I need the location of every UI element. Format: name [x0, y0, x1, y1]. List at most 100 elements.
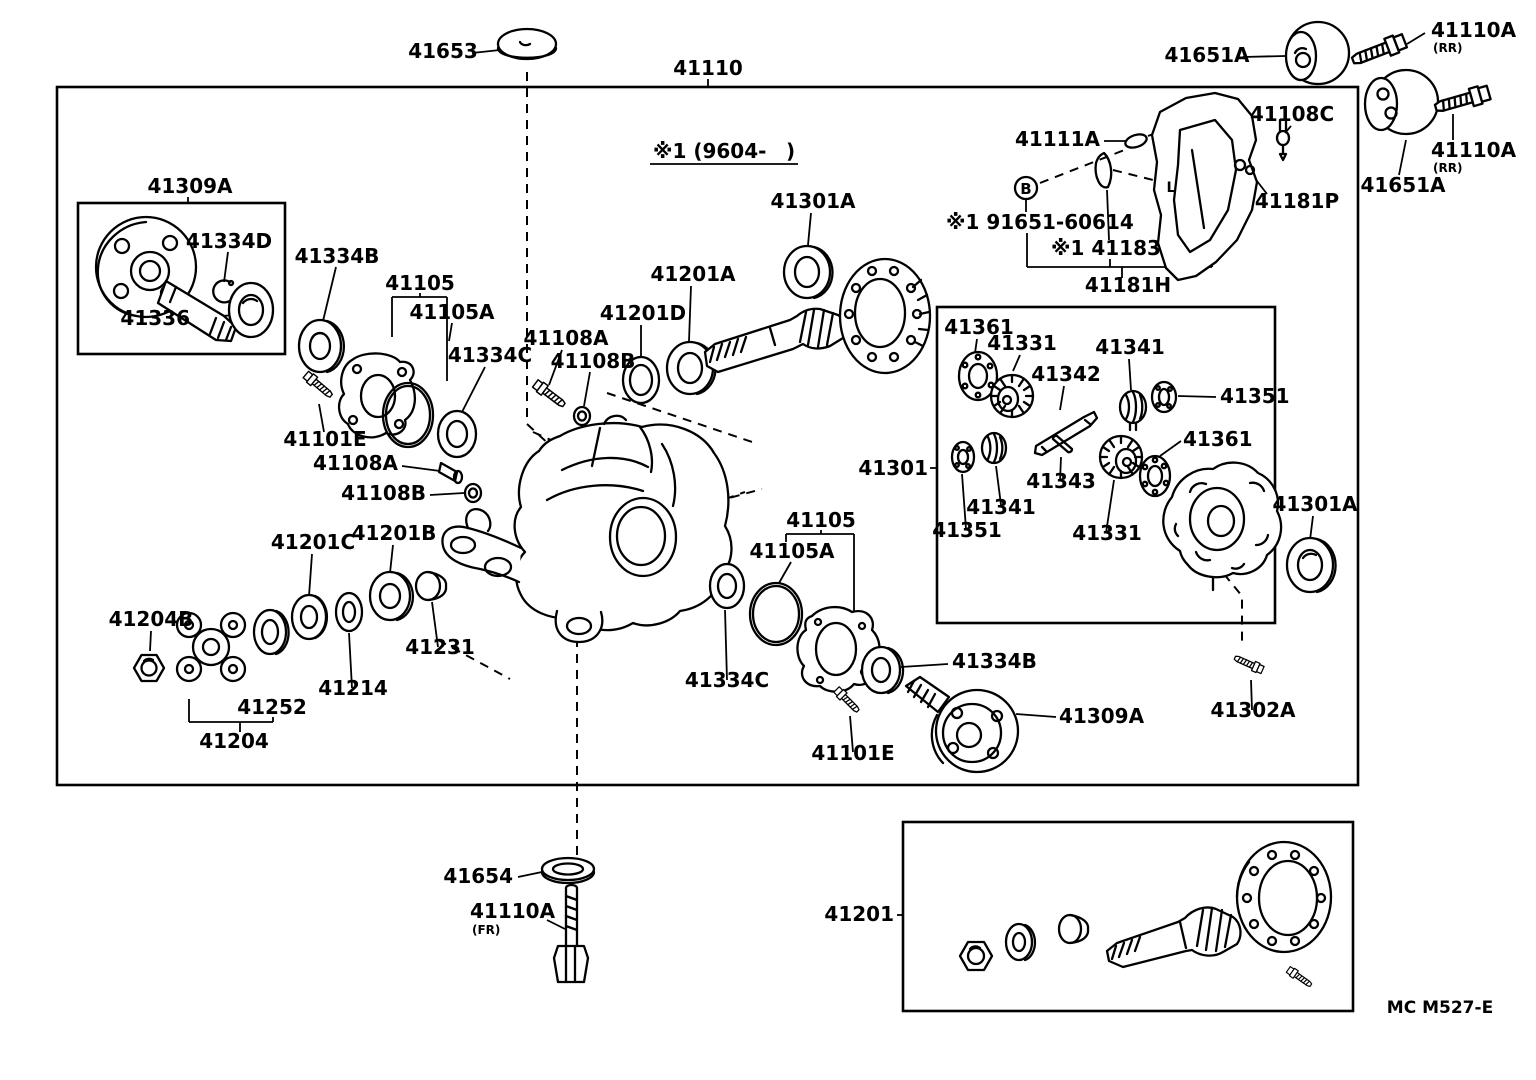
part-label-41108b-left: 41108B: [341, 481, 426, 505]
part-label-41105a-1: 41105A: [409, 300, 495, 324]
part-label-41351-2: 41351: [932, 518, 1002, 542]
case-bolt-drawing: [1232, 652, 1266, 676]
part-label-41334b-2: 41334B: [952, 649, 1037, 673]
part-label-41231: 41231: [405, 635, 475, 659]
plug-41231-drawing: [414, 570, 448, 602]
part-label-41336: 41336: [120, 306, 190, 330]
part-label-drawing-code: MC M527-E: [1387, 998, 1493, 1018]
carrier-housing-drawing: [441, 414, 733, 644]
breather-cap-drawing: [496, 27, 558, 61]
part-label-41302a: 41302A: [1210, 698, 1296, 722]
oil-seal-bottom-drawing: [708, 562, 746, 610]
differential-case-drawing: [1162, 461, 1283, 592]
ring-gear-drawing: [838, 257, 932, 375]
part-label-41201c: 41201C: [271, 530, 355, 554]
pinion-spacer-drawing: [621, 355, 661, 405]
gearset-bolt-drawing: [1285, 965, 1314, 990]
part-label-41331-2: 41331: [1072, 521, 1142, 545]
case-bolt-dashed-line: [1223, 573, 1243, 647]
side-bearing-left-drawing: [297, 318, 345, 374]
washer-41214-drawing: [334, 591, 364, 633]
part-label-41651a-top: 41651A: [1164, 43, 1250, 67]
part-label-41110a-rr-top: 41110A: [1431, 18, 1517, 42]
gasket-washer-drawing: [1124, 133, 1148, 149]
side-gear-41331-1-drawing: [989, 373, 1035, 419]
part-label-41301a-top: 41301A: [770, 189, 856, 213]
part-label-41181h: 41181H: [1085, 273, 1171, 297]
part-drawings: [94, 20, 1493, 990]
thrust-washer-41351-1-drawing: [1150, 380, 1178, 414]
mount-bolt-fr-drawing: [552, 883, 590, 984]
pinion-rear-bearing-drawing: [782, 244, 834, 300]
breather-plug-drawing: [1275, 118, 1291, 162]
pinion-gear-41341-2-drawing: [980, 431, 1008, 465]
part-label-41108a-center: 41108A: [523, 326, 609, 350]
rear-cover-drawing: [1150, 91, 1259, 282]
support-cushion-top-drawing: [1284, 20, 1351, 86]
bearing-race-41252-drawing: [252, 608, 290, 656]
part-label-41309a-flange: 41309A: [1059, 704, 1145, 728]
gearset-nut-drawing: [958, 940, 994, 972]
thrust-washer-41351-2-drawing: [950, 440, 976, 474]
part-label-41334c-1: 41334C: [448, 343, 532, 367]
guide-dash-4: [437, 639, 511, 680]
drive-pinion-shaft-drawing: [703, 307, 847, 374]
pinion-shaft-41342-drawing: [1033, 410, 1099, 457]
cover-guide-dash-3: [1112, 169, 1158, 182]
output-shaft-flange-drawing: [904, 675, 1020, 774]
part-label-41105-1: 41105: [385, 271, 455, 295]
part-label-41108b-center: 41108B: [551, 349, 636, 373]
part-label-rr-top: (RR): [1433, 41, 1462, 55]
part-label-41214: 41214: [318, 676, 388, 700]
part-label-41201d: 41201D: [600, 301, 686, 325]
part-label-41110a-fr: 41110A: [470, 899, 556, 923]
pinion-gear-41341-1-drawing: [1118, 389, 1148, 432]
thrust-washer-41361-1-drawing: [957, 350, 999, 402]
part-label-41341-1: 41341: [1095, 335, 1165, 359]
part-label-41651a-right: 41651A: [1360, 173, 1446, 197]
part-label-41108a-left: 41108A: [313, 451, 399, 475]
side-gear-41331-2-drawing: [1098, 434, 1144, 480]
oil-seal-left-drawing: [436, 409, 478, 459]
differential-case-detail-box: [935, 305, 1277, 625]
part-label-letter-b: B: [1020, 180, 1031, 198]
front-bearing-41201c-drawing: [290, 593, 329, 641]
part-label-41110: 41110: [673, 56, 743, 80]
part-label-rr-right: (RR): [1433, 161, 1462, 175]
part-label-41204b: 41204B: [109, 607, 194, 631]
part-label-41105-2: 41105: [786, 508, 856, 532]
part-label-41105a-2: 41105A: [749, 539, 835, 563]
mount-bolt-rr-right-drawing: [1432, 82, 1493, 118]
cover-guide-dash-1: [1039, 148, 1128, 184]
drive-pinion-washer-drawing: [572, 405, 592, 427]
o-ring-left-drawing: [381, 381, 435, 449]
part-label-41331-1: 41331: [987, 331, 1057, 355]
cushion-washer-drawing: [540, 856, 596, 885]
hub-shaft-drawing: [94, 215, 238, 343]
part-label-41110a-rr-right: 41110A: [1431, 138, 1517, 162]
guide-dash-2: [606, 392, 756, 444]
support-cushion-right-drawing: [1363, 68, 1440, 136]
side-bearing-right-drawing: [1285, 536, 1337, 594]
gearset-pinion-drawing: [1105, 906, 1242, 969]
part-label-41361-1: 41361: [944, 315, 1014, 339]
mount-bolt-rr-top-drawing: [1348, 31, 1409, 71]
hub-oil-seal-drawing: [227, 281, 275, 339]
part-label-41334b-1: 41334B: [295, 244, 380, 268]
side-bearing-bottom-drawing: [860, 645, 905, 695]
part-label-41342: 41342: [1031, 362, 1101, 386]
part-label-41108c: 41108C: [1250, 102, 1334, 126]
part-label-41301: 41301: [858, 456, 928, 480]
gearset-spacer-drawing: [1057, 913, 1090, 945]
part-label-41252: 41252: [237, 695, 307, 719]
part-label-fr: (FR): [472, 923, 500, 937]
gearset-ring-gear-drawing: [1235, 840, 1333, 954]
bearing-retainer-left-drawing: [337, 352, 416, 439]
thrust-washer-41361-2-drawing: [1138, 454, 1172, 498]
straight-pin-41343-drawing: [1051, 434, 1074, 454]
retainer-bolt-left-drawing: [301, 369, 336, 401]
leader-lines: [149, 32, 1454, 930]
part-label-41653: 41653: [408, 39, 478, 63]
